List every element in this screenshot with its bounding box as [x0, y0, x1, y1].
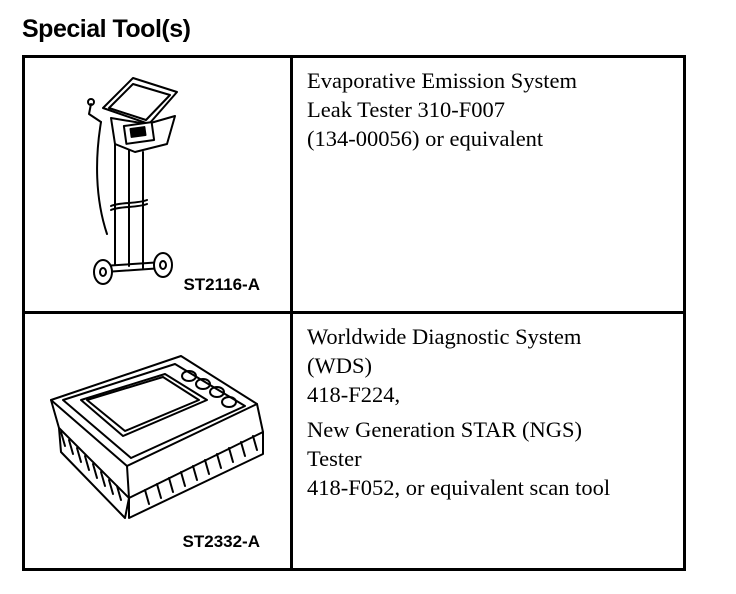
tool-part-number: ST2332-A — [182, 532, 260, 551]
leak-tester-cart-icon — [87, 77, 178, 285]
tool-part-number: ST2116-A — [183, 275, 260, 294]
tool-description-line: Tester — [307, 446, 362, 471]
tool-description-line: Worldwide Diagnostic System — [307, 324, 582, 349]
special-tools-table: ST2116-A Evaporative Emission System Lea… — [22, 55, 686, 571]
tool-image-cell: ST2116-A — [25, 58, 293, 311]
tool-description-line: New Generation STAR (NGS) — [307, 417, 583, 442]
tool-row-diagnostic-system: ST2332-A Worldwide Diagnostic System (WD… — [25, 314, 683, 568]
tool-description: Evaporative Emission System Leak Tester … — [293, 58, 683, 311]
diagnostic-scanner-icon — [50, 355, 264, 519]
tool-description-line: (134-00056) or equivalent — [307, 126, 544, 151]
tool-description-line: (WDS) — [307, 353, 372, 378]
tool-description-line: 418-F052, or equivalent scan tool — [307, 475, 611, 500]
tool-description-line: Leak Tester 310-F007 — [307, 97, 505, 122]
tool-description: Worldwide Diagnostic System (WDS) 418-F2… — [293, 314, 683, 568]
tool-row-leak-tester: ST2116-A Evaporative Emission System Lea… — [25, 58, 683, 314]
tool-image-cell: ST2332-A — [25, 314, 293, 568]
tool-description-line: 418-F224, — [307, 382, 401, 407]
tool-description-line: Evaporative Emission System — [307, 68, 577, 93]
page-title: Special Tool(s) — [22, 15, 191, 43]
